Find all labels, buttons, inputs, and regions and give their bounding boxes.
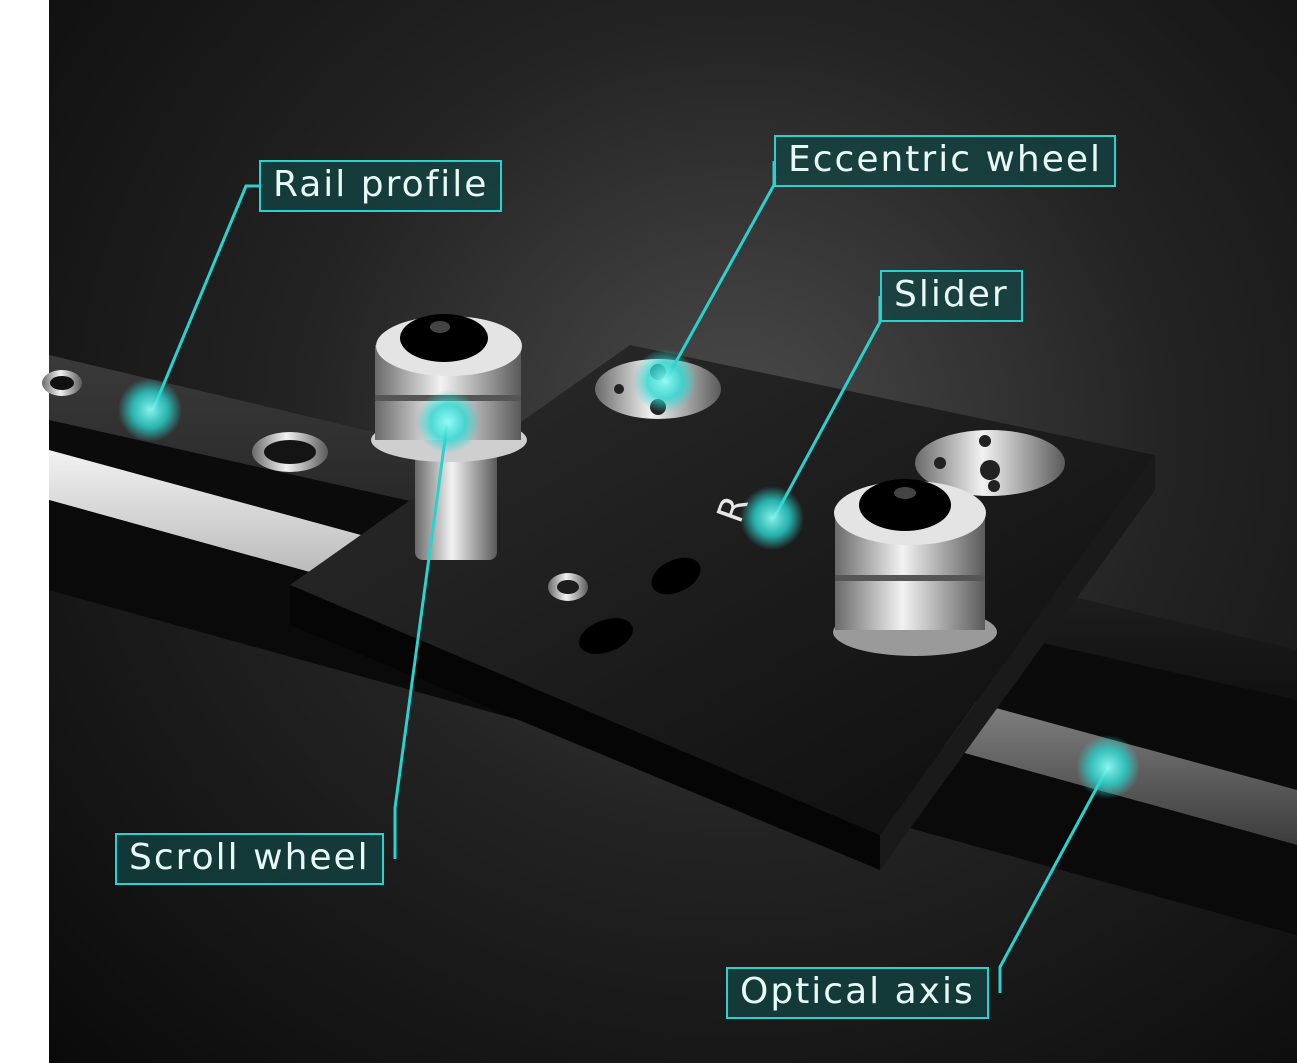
marker-optical-axis-dot (1076, 735, 1140, 799)
eccentric-wheel-label: Eccentric wheel (774, 135, 1117, 187)
marker-scroll-wheel-dot (416, 390, 480, 454)
optical-axis-label: Optical axis (726, 967, 989, 1019)
marker-eccentric-wheel-dot (633, 349, 697, 413)
scroll-wheel-right (833, 479, 997, 656)
marker-rail-profile-dot (118, 378, 182, 442)
rail-profile-label: Rail profile (259, 160, 503, 212)
marker-slider-dot (740, 486, 804, 550)
slider-label: Slider (880, 270, 1023, 322)
scroll-wheel-label: Scroll wheel (115, 833, 384, 885)
